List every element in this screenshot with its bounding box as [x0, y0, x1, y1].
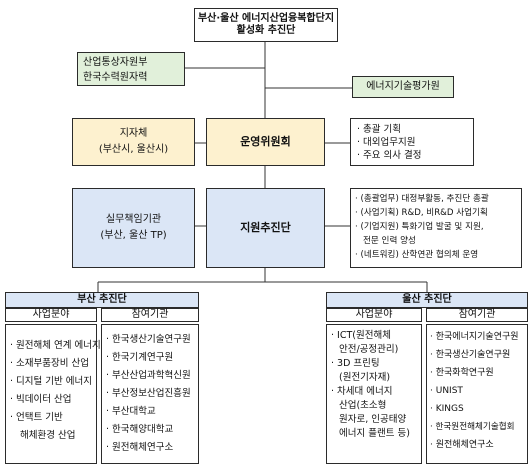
busan-agency: · 부산산업과학혁신원: [106, 370, 191, 381]
ulsan-col1-header: 사업분야: [326, 308, 422, 322]
practical-line2: (부산, 울산 TP): [100, 229, 167, 241]
busan-agency: · 한국생산기술연구원: [106, 334, 191, 345]
busan-field: · 소재부품장비 산업: [10, 358, 89, 369]
ulsan-field-continued: 산업(초소형: [339, 400, 387, 411]
ulsan-agency: · 한국화학연구원: [430, 368, 494, 378]
local-gov-box: 지자체 (부산시, 울산시): [72, 118, 195, 166]
ulsan-field: · ICT(원전해체: [331, 330, 391, 341]
ulsan-agency: · 한국원전해체기술협회: [430, 422, 515, 432]
busan-agency: · 부산대학교: [106, 406, 156, 417]
support-task: · (기업지원) 특화기업 발굴 및 지원,: [355, 222, 484, 232]
ulsan-col2-header: 참여기관: [426, 308, 528, 322]
busan-field: · 디지털 기반 에너지: [10, 376, 93, 387]
ulsan-field-continued: 에너지 플랜트 등): [339, 428, 410, 439]
ulsan-field: · 차세대 에너지: [331, 386, 393, 397]
committee-label: 운영위원회: [240, 135, 291, 149]
ulsan-agency: · UNIST: [430, 386, 463, 396]
ulsan-agency: · 원전해체연구소: [430, 440, 494, 450]
busan-field: · 빅데이터 산업: [10, 394, 72, 405]
ulsan-agency: · 한국에너지기술연구원: [430, 332, 519, 342]
busan-field: · 원전해체 연계 에너지: [10, 340, 101, 351]
busan-title-box: 부산 추진단: [5, 292, 199, 308]
busan-field: · 언택트 기반: [10, 412, 63, 423]
ulsan-agencies-box: · 한국에너지기술연구원 · 한국생산기술연구원 · 한국화학연구원 · UNI…: [426, 324, 528, 464]
support-tasks-box: · (총괄업무) 대정부활동, 추진단 총괄 · (사업기획) R&D, 비R&…: [350, 188, 522, 268]
busan-agency: · 부산정보산업진흥원: [106, 388, 191, 399]
committee-task: · 총괄 기획: [357, 124, 402, 135]
ministry-item: 한국수력원자력: [83, 72, 148, 83]
local-gov-line2: (부산시, 울산시): [98, 144, 169, 155]
support-task: · (총괄업무) 대정부활동, 추진단 총괄: [355, 194, 489, 204]
ministry-item: 산업통상자원부: [83, 57, 148, 68]
ulsan-agency: · 한국생산기술연구원: [430, 350, 511, 360]
ulsan-field-continued: (원전기자재): [339, 372, 391, 383]
busan-agency: · 한국기계연구원: [106, 352, 174, 363]
ulsan-agency: · KINGS: [430, 404, 464, 414]
busan-col1-header: 사업분야: [5, 308, 97, 322]
busan-agencies-box: · 한국생산기술연구원 · 한국기계연구원 · 부산산업과학혁신원 · 부산정보…: [101, 324, 199, 464]
busan-col2-header: 참여기관: [101, 308, 199, 322]
practical-agency-box: 실무책임기관 (부산, 울산 TP): [72, 188, 195, 268]
eval-agency-label: 에너지기술평가원: [366, 80, 440, 92]
busan-title: 부산 추진단: [77, 293, 127, 305]
eval-agency-box: 에너지기술평가원: [352, 76, 454, 98]
ulsan-field: · 3D 프린팅: [331, 358, 380, 369]
busan-fields-box: · 원전해체 연계 에너지 · 소재부품장비 산업 · 디지털 기반 에너지 ·…: [5, 324, 101, 464]
practical-line1: 실무책임기관: [105, 214, 162, 225]
support-task: · (사업기획) R&D, 비R&D 사업기획: [355, 208, 488, 218]
ulsan-col2-label: 참여기관: [458, 308, 496, 320]
committee-task: · 주요 의사 결정: [357, 150, 422, 161]
busan-agency: · 한국해양대학교: [106, 424, 174, 435]
ulsan-field-continued: 안전/공정관리): [339, 344, 399, 355]
busan-field-continued: 해체환경 산업: [20, 430, 76, 441]
local-gov-line1: 지자체: [119, 127, 148, 139]
busan-col2-label: 참여기관: [131, 308, 169, 320]
committee-task: · 대외업무지원: [357, 137, 416, 148]
support-team-box: 지원추진단: [206, 188, 325, 268]
top-title-line2: 활성화 추진단: [236, 25, 296, 36]
busan-col1-label: 사업분야: [32, 308, 70, 320]
top-title-line1: 부산·울산 에너지산업융복합단지: [197, 12, 335, 24]
ulsan-field-continued: 원자로, 인공태양: [339, 414, 407, 425]
ulsan-title-box: 울산 추진단: [326, 292, 528, 308]
committee-tasks-box: · 총괄 기획 · 대외업무지원 · 주요 의사 결정: [350, 118, 474, 166]
ulsan-fields-box: · ICT(원전해체 안전/공정관리) · 3D 프린팅 (원전기자재) · 차…: [326, 324, 422, 464]
committee-box: 운영위원회: [206, 118, 325, 166]
support-team-label: 지원추진단: [240, 221, 291, 235]
ulsan-title: 울산 추진단: [402, 293, 452, 305]
ulsan-col1-label: 사업분야: [355, 308, 393, 320]
support-task: · (네트워킹) 산학연관 협의체 운영: [355, 250, 479, 260]
top-box: 부산·울산 에너지산업융복합단지 활성화 추진단: [194, 8, 338, 42]
busan-agency: · 원전해체연구소: [106, 442, 174, 453]
ministries-box: 산업통상자원부 한국수력원자력: [77, 52, 185, 86]
support-task-continued: 전문 인력 양성: [363, 236, 416, 246]
